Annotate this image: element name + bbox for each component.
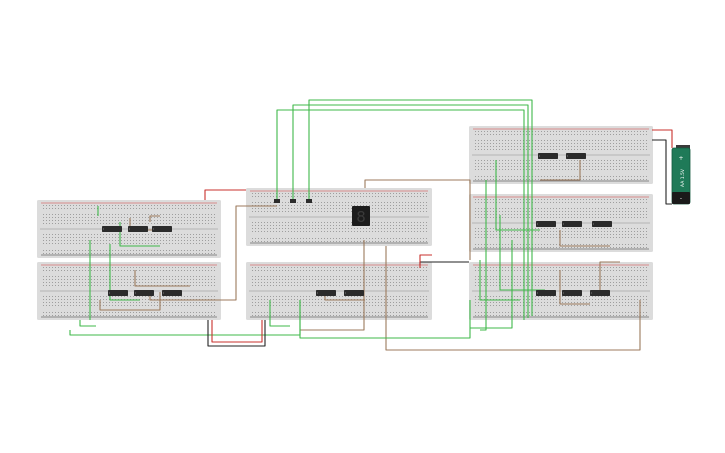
- wire-brown[interactable]: [149, 215, 160, 222]
- wire-black[interactable]: [207, 320, 266, 347]
- ic-chip[interactable]: [562, 290, 582, 296]
- display-digit: 8: [356, 208, 366, 226]
- ic-chip[interactable]: [566, 153, 586, 159]
- ic-chip[interactable]: [538, 153, 558, 159]
- wire-green[interactable]: [276, 109, 525, 320]
- ic-chip[interactable]: [108, 290, 128, 296]
- wire-brown[interactable]: [559, 270, 590, 305]
- battery-plus-label: +: [678, 155, 683, 162]
- wire-green[interactable]: [499, 215, 545, 291]
- wire-brown[interactable]: [385, 246, 641, 351]
- breadboard[interactable]: [37, 262, 221, 320]
- wire-black[interactable]: [652, 139, 672, 205]
- header-pin[interactable]: [290, 199, 296, 203]
- ic-chip[interactable]: [562, 221, 582, 227]
- ic-chip[interactable]: [134, 290, 154, 296]
- header-pin[interactable]: [306, 199, 312, 203]
- wire-brown[interactable]: [210, 262, 237, 301]
- breadboard[interactable]: [469, 126, 653, 184]
- battery-label: AA 1.5V: [680, 168, 686, 187]
- wire-green[interactable]: [109, 244, 140, 301]
- wire-green[interactable]: [79, 320, 96, 327]
- wire-green[interactable]: [269, 300, 290, 327]
- wire-brown[interactable]: [559, 230, 610, 247]
- ic-chip[interactable]: [128, 226, 148, 232]
- wire-red[interactable]: [419, 254, 432, 268]
- wires-layer: [69, 99, 673, 351]
- battery[interactable]: + - AA 1.5V: [671, 145, 691, 205]
- wire-red[interactable]: [204, 189, 246, 200]
- breadboard[interactable]: [246, 262, 432, 320]
- wire-brown[interactable]: [540, 160, 581, 181]
- ic-chip[interactable]: [316, 290, 336, 296]
- wire-green[interactable]: [470, 240, 513, 329]
- wire-brown[interactable]: [134, 270, 190, 287]
- wire-red[interactable]: [652, 129, 673, 148]
- chips-layer: [102, 153, 612, 296]
- battery-minus-label: -: [680, 195, 682, 202]
- wire-brown[interactable]: [364, 179, 471, 260]
- ic-chip[interactable]: [152, 226, 172, 232]
- ic-chip[interactable]: [102, 226, 122, 232]
- wire-green[interactable]: [308, 99, 533, 316]
- seven-segment-display[interactable]: 8: [352, 206, 370, 226]
- wire-green[interactable]: [299, 300, 471, 339]
- wire-green[interactable]: [495, 160, 540, 231]
- ic-chip[interactable]: [536, 221, 556, 227]
- wire-brown[interactable]: [99, 292, 161, 311]
- wire-brown[interactable]: [235, 205, 277, 262]
- breadboard[interactable]: [246, 188, 432, 246]
- breadboard[interactable]: [469, 194, 653, 252]
- ic-chip[interactable]: [162, 290, 182, 296]
- wire-green[interactable]: [480, 180, 487, 331]
- wire-brown[interactable]: [599, 261, 620, 290]
- wire-green[interactable]: [292, 104, 529, 318]
- ic-chip[interactable]: [592, 221, 612, 227]
- breadboard[interactable]: [469, 262, 653, 320]
- header-pin[interactable]: [274, 199, 280, 203]
- ic-chip[interactable]: [590, 290, 610, 296]
- wire-brown[interactable]: [300, 240, 365, 331]
- ic-chip[interactable]: [344, 290, 364, 296]
- ic-chip[interactable]: [536, 290, 556, 296]
- wire-green[interactable]: [479, 260, 520, 301]
- wire-red[interactable]: [211, 320, 263, 343]
